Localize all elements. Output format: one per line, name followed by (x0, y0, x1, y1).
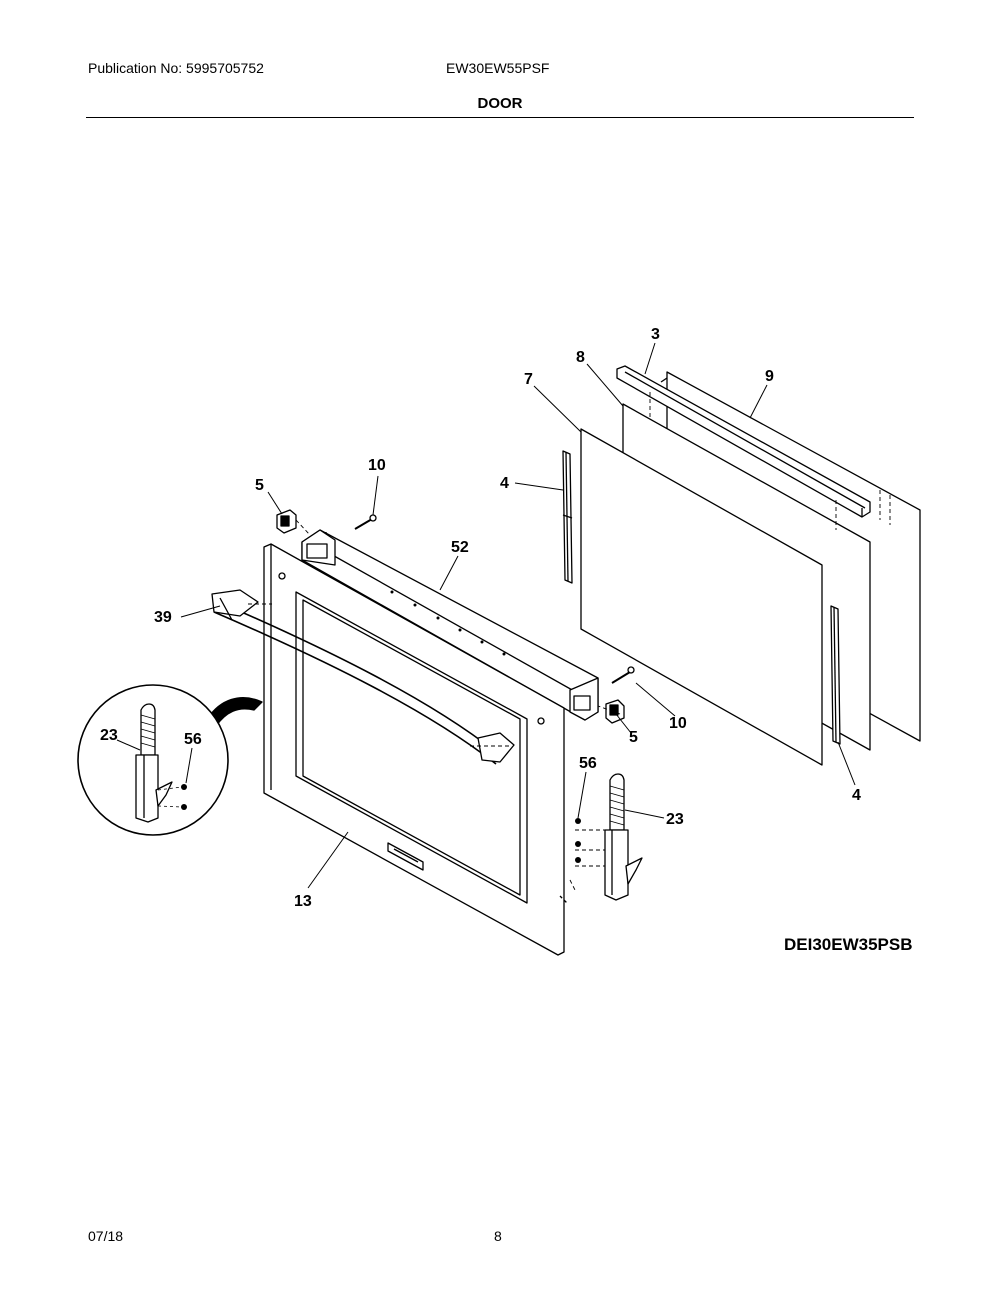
door-handle (211, 589, 515, 765)
variant-model-label: DEI30EW35PSB (784, 935, 913, 954)
side-strip-left (562, 450, 573, 584)
hinge-detail-inset (77, 684, 229, 836)
callout-9: 9 (765, 368, 774, 385)
alignment-dashes-back (649, 392, 891, 530)
inner-glass-panel (580, 428, 823, 766)
brand-badge (387, 842, 424, 871)
callout-23: 23 (666, 811, 684, 828)
callout-8: 8 (576, 349, 585, 366)
callout-10-top: 10 (368, 457, 386, 474)
side-strip-right (830, 605, 841, 745)
callout-52: 52 (451, 539, 469, 556)
callout-4-left: 4 (500, 475, 509, 492)
callout-13: 13 (294, 893, 312, 910)
screw-right (611, 666, 635, 684)
callout-4-right: 4 (852, 787, 861, 804)
callout-56-inset: 56 (184, 731, 202, 748)
leader-lines (116, 342, 856, 889)
section-title: DOOR (477, 95, 523, 112)
hinge-right (604, 773, 643, 901)
callout-39: 39 (154, 609, 172, 626)
mounting-clip-top (276, 509, 297, 534)
top-trim-strip (616, 365, 871, 518)
callout-5-bottom: 5 (629, 729, 638, 746)
mounting-clip-bottom (605, 699, 625, 724)
callout-23-inset: 23 (100, 727, 118, 744)
door-top-frame (301, 529, 599, 721)
screw-top (354, 514, 377, 530)
outer-door-panel (263, 543, 569, 956)
callout-10-right: 10 (669, 715, 687, 732)
footer-date: 07/18 (88, 1228, 124, 1244)
callout-3: 3 (651, 326, 660, 343)
detail-arrow (207, 697, 263, 727)
callout-5-top: 5 (255, 477, 264, 494)
publication-number: Publication No: 5995705752 (88, 60, 264, 76)
callout-7: 7 (524, 371, 533, 388)
page-number: 8 (494, 1228, 502, 1244)
callout-56: 56 (579, 755, 597, 772)
assembly-dash-lines (248, 519, 621, 891)
model-number: EW30EW55PSF (446, 60, 550, 76)
hinge-screws (575, 818, 581, 863)
header-rule (86, 117, 914, 118)
